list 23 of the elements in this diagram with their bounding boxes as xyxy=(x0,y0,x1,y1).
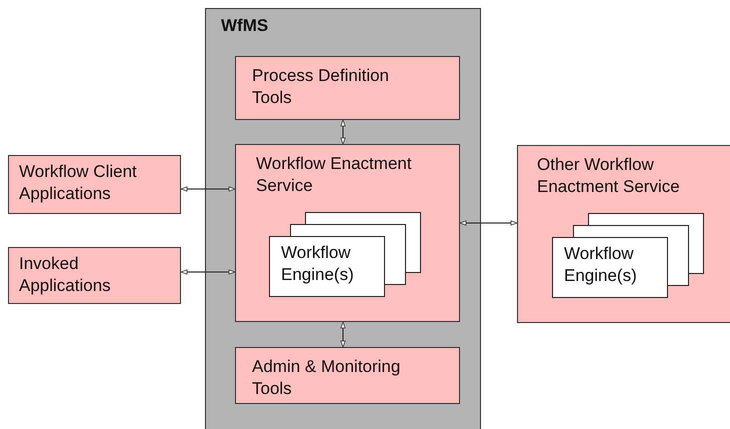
container-title: WfMS xyxy=(221,15,270,37)
application-box xyxy=(8,247,181,304)
double-arrow xyxy=(180,270,236,274)
double-arrow xyxy=(180,186,236,192)
card-stack xyxy=(269,212,421,297)
service-box xyxy=(517,145,730,323)
component-box xyxy=(235,56,460,120)
node-label: Workflow Client Applications xyxy=(19,161,138,205)
component-box xyxy=(235,347,460,404)
card-stack xyxy=(552,213,704,298)
service-box xyxy=(235,144,460,322)
node-label: Workflow Enactment Service xyxy=(256,153,413,197)
node-label: Workflow Engine(s) xyxy=(564,243,638,287)
node-label: Invoked Applications xyxy=(19,253,112,297)
node-label: Process Definition Tools xyxy=(252,65,390,109)
system-container xyxy=(205,8,481,429)
node-label: Other Workflow Enactment Service xyxy=(537,154,681,198)
double-arrow xyxy=(340,322,346,348)
double-arrow xyxy=(340,120,346,144)
application-box xyxy=(8,155,181,214)
node-label: Admin & Monitoring Tools xyxy=(252,356,402,400)
node-label: Workflow Engine(s) xyxy=(281,242,355,286)
double-arrow xyxy=(460,220,518,226)
